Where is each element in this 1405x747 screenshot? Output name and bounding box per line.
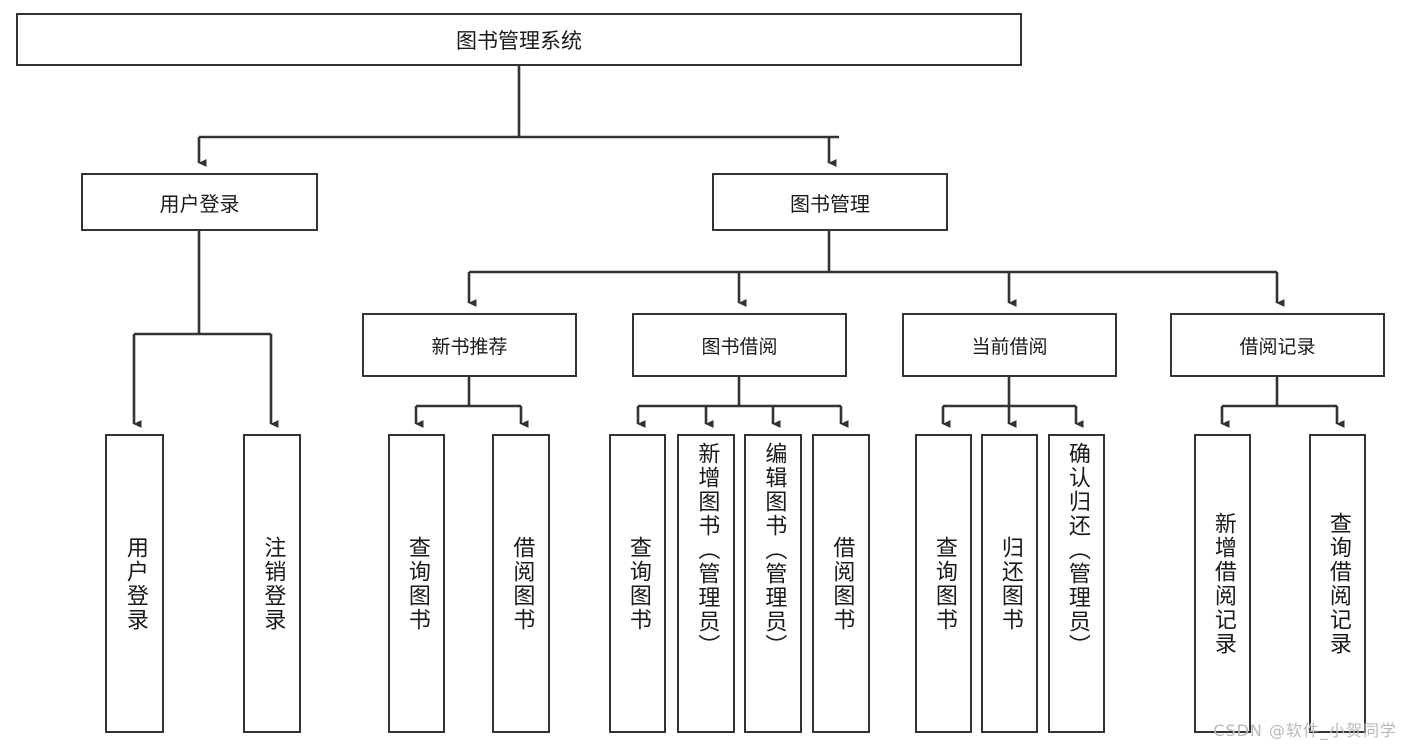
leaf-new-book-query[interactable]: 查询图书 [388, 434, 445, 733]
leaf-record-query-record[interactable]: 查询借阅记录 [1309, 434, 1366, 733]
leaf-label: 新增借阅记录 [1210, 511, 1236, 656]
leaf-user-login-logout[interactable]: 注销登录 [243, 434, 301, 733]
node-label: 图书借阅 [701, 335, 778, 358]
leaf-current-return-book[interactable]: 归还图书 [981, 434, 1038, 733]
leaf-label: 新增图书（管理员） [694, 442, 720, 658]
node-label: 借阅记录 [1239, 335, 1316, 358]
node-label: 图书管理系统 [456, 28, 582, 53]
node-label: 图书管理 [790, 191, 870, 216]
leaf-new-book-borrow[interactable]: 借阅图书 [492, 434, 550, 733]
node-new-book-recommend[interactable]: 新书推荐 [362, 313, 577, 377]
leaf-label: 查询图书 [625, 535, 651, 632]
leaf-label: 借阅图书 [509, 535, 535, 632]
leaf-label: 查询借阅记录 [1325, 511, 1351, 656]
leaf-borrow-edit-book-admin[interactable]: 编辑图书（管理员） [744, 434, 802, 733]
leaf-borrow-borrow-book[interactable]: 借阅图书 [812, 434, 870, 733]
node-label: 新书推荐 [431, 335, 508, 358]
node-current-borrow[interactable]: 当前借阅 [902, 313, 1117, 377]
leaf-label: 用户登录 [122, 535, 148, 632]
watermark-text: CSDN @软件_小贺同学 [1213, 721, 1397, 740]
leaf-label: 查询图书 [404, 535, 430, 632]
node-book-management[interactable]: 图书管理 [712, 173, 948, 231]
leaf-borrow-query-book[interactable]: 查询图书 [609, 434, 666, 733]
leaf-label: 确认归还（管理员） [1064, 442, 1090, 658]
leaf-label: 注销登录 [260, 535, 286, 632]
leaf-label: 查询图书 [931, 535, 957, 632]
node-book-borrow[interactable]: 图书借阅 [632, 313, 847, 377]
leaf-borrow-add-book-admin[interactable]: 新增图书（管理员） [677, 434, 735, 733]
node-root-system[interactable]: 图书管理系统 [16, 13, 1022, 66]
leaf-record-add-record[interactable]: 新增借阅记录 [1194, 434, 1251, 733]
leaf-user-login-login[interactable]: 用户登录 [105, 434, 164, 733]
node-label: 当前借阅 [971, 335, 1048, 358]
node-user-login[interactable]: 用户登录 [81, 173, 318, 231]
leaf-current-confirm-return-admin[interactable]: 确认归还（管理员） [1048, 434, 1105, 733]
node-borrow-record[interactable]: 借阅记录 [1170, 313, 1385, 377]
leaf-label: 编辑图书（管理员） [761, 442, 787, 658]
leaf-label: 借阅图书 [829, 535, 855, 632]
node-label: 用户登录 [159, 191, 240, 216]
leaf-label: 归还图书 [997, 535, 1023, 632]
leaf-current-query-book[interactable]: 查询图书 [915, 434, 972, 733]
